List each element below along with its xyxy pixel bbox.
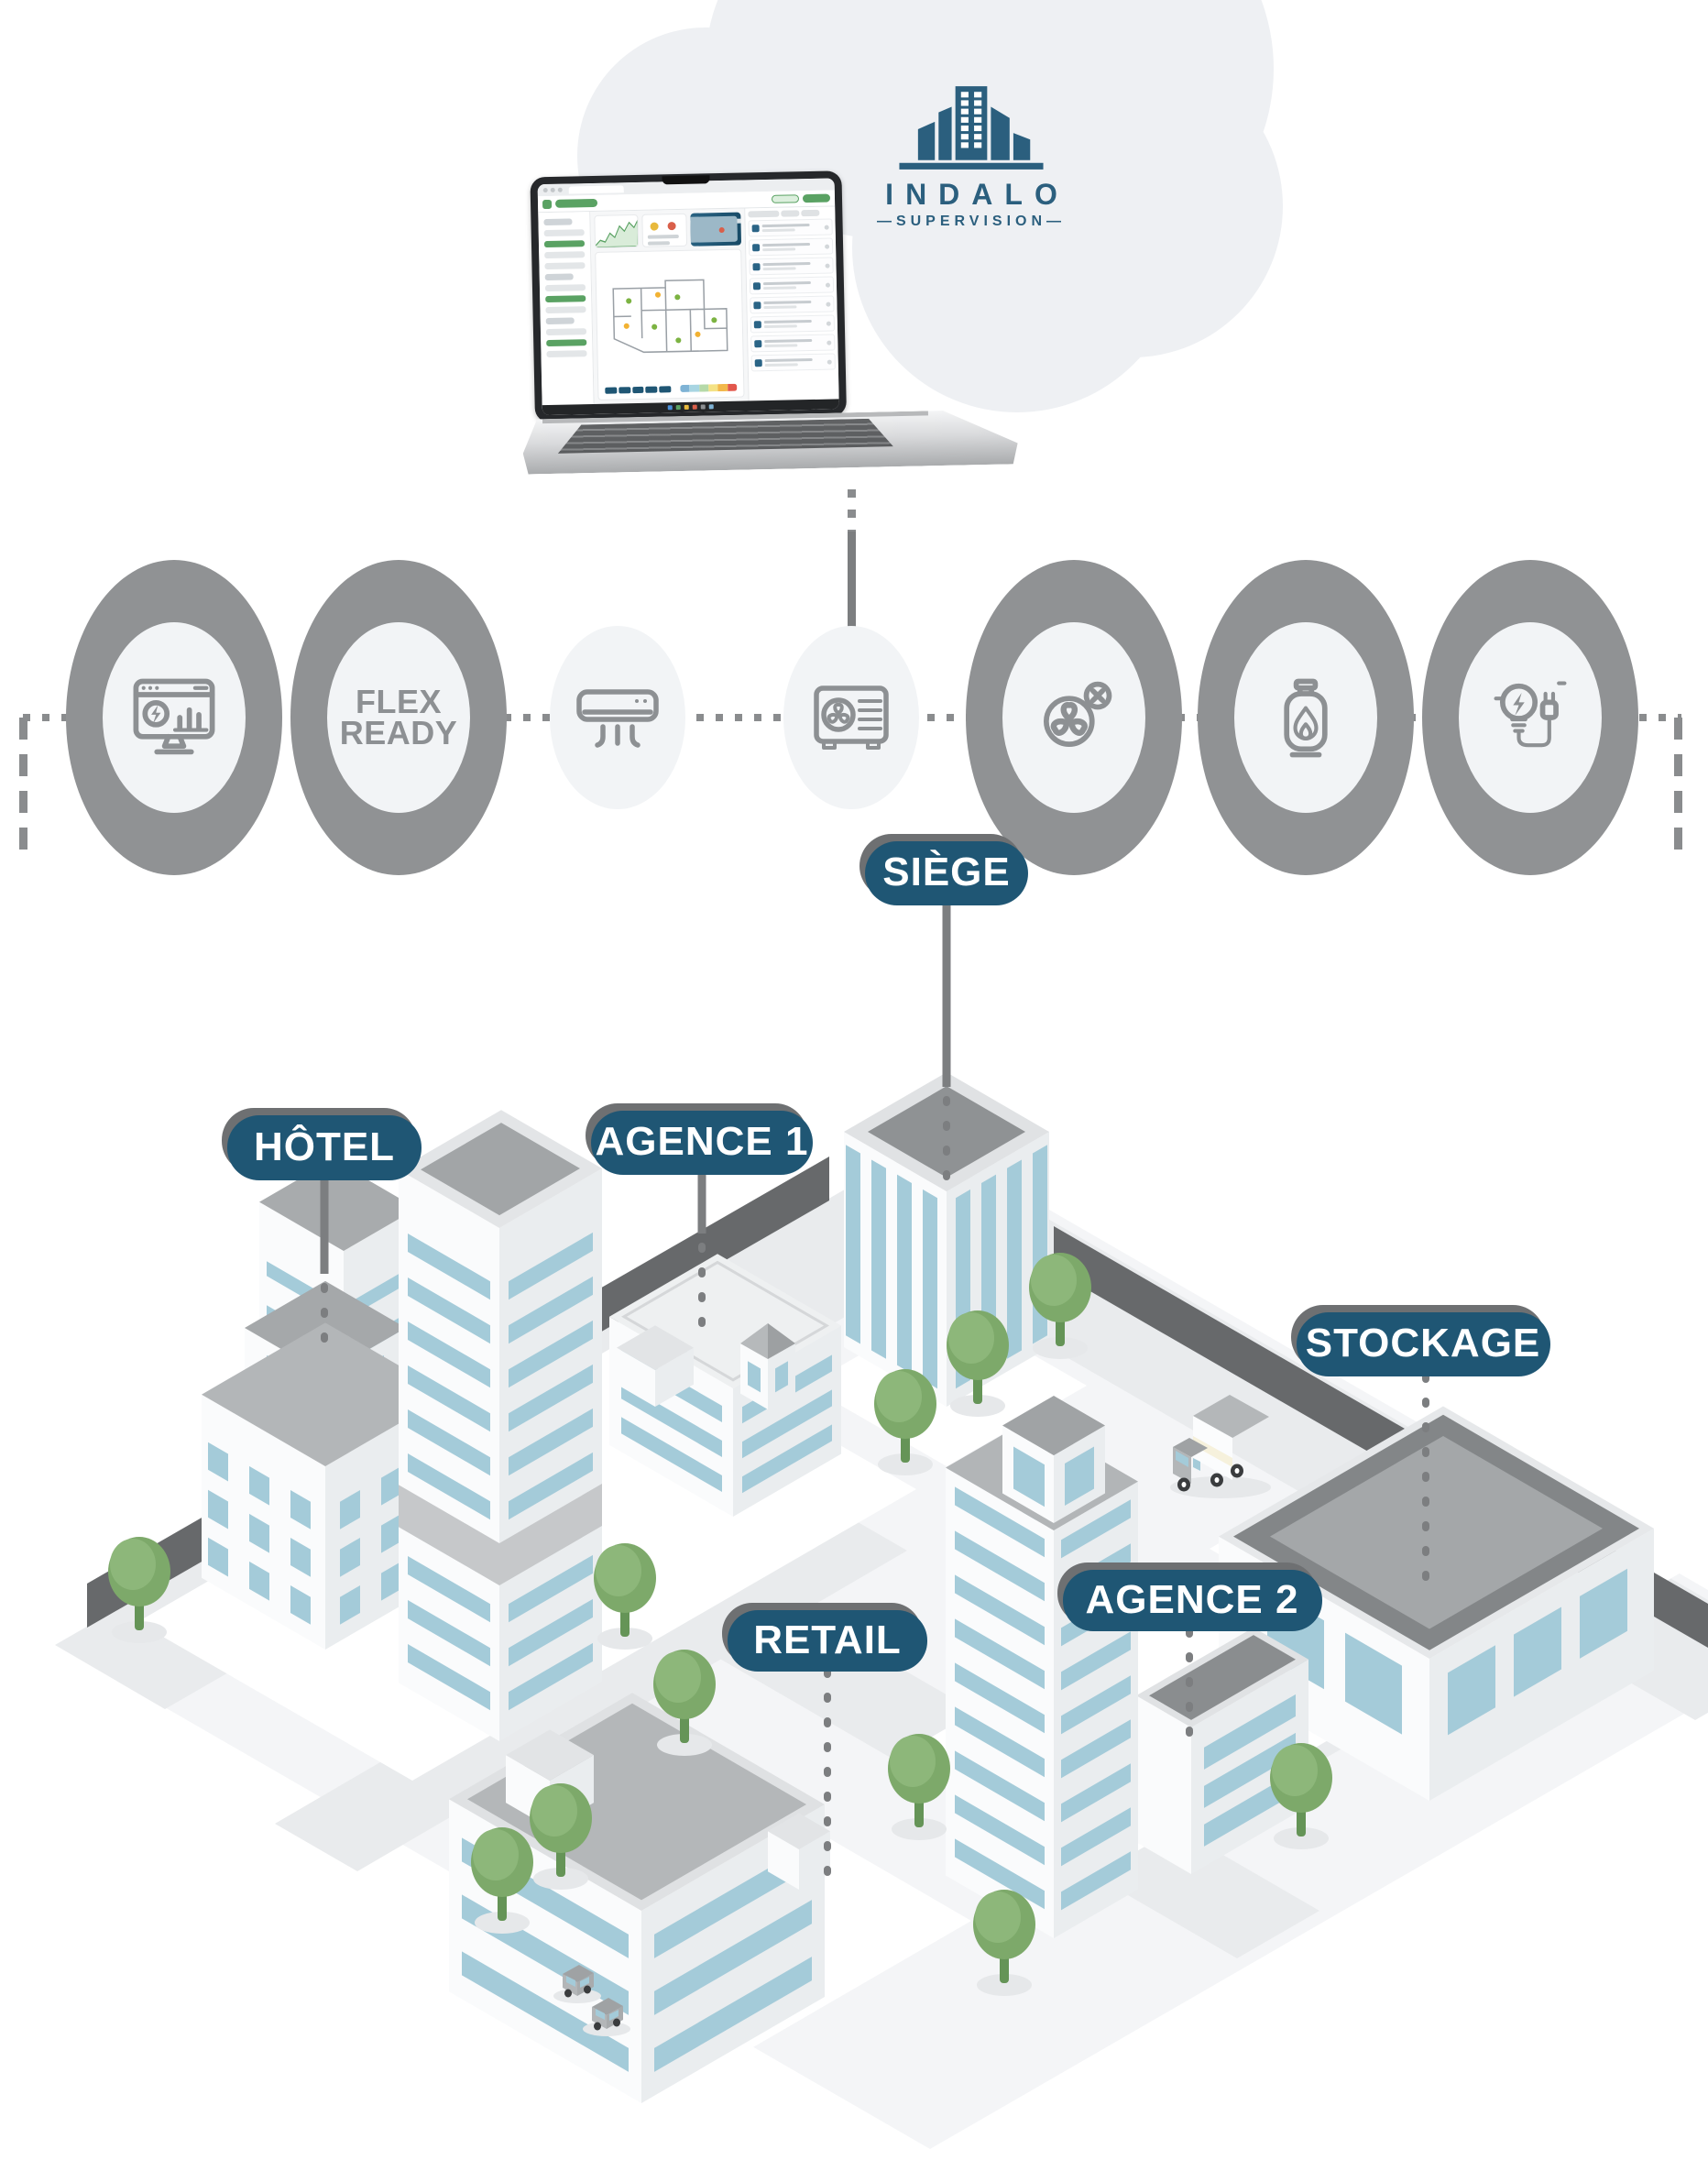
extraction-fan-off-icon bbox=[1043, 681, 1112, 747]
node-indoor-ac bbox=[550, 626, 685, 809]
svg-text:HÔTEL: HÔTEL bbox=[254, 1123, 395, 1169]
node-flex-ready: FLEX READY bbox=[290, 560, 507, 875]
laptop-connector-line bbox=[848, 532, 856, 634]
indalo-logo: INDALO —SUPERVISION— bbox=[838, 81, 1104, 230]
label-hotel: HÔTEL bbox=[222, 1108, 422, 1345]
laptop-notch bbox=[662, 175, 710, 185]
floorplan bbox=[612, 279, 728, 354]
alerts-panel bbox=[744, 206, 839, 401]
node-extraction-fan bbox=[966, 560, 1182, 875]
gas-bottle-icon bbox=[1284, 678, 1328, 758]
logo-buildings-icon bbox=[899, 86, 1044, 170]
label-agence2: AGENCE 2 bbox=[1057, 1562, 1322, 1750]
node-electricity bbox=[1422, 560, 1638, 875]
label-retail: RETAIL bbox=[722, 1603, 927, 1888]
logo-title: INDALO bbox=[885, 178, 1069, 211]
electricity-bulb-plug-icon bbox=[1494, 681, 1567, 748]
laptop-keyboard bbox=[557, 418, 904, 454]
isometric-city: SIÈGE HÔTEL AGENCE 1 STOCKAGE AGENCE 2 R… bbox=[55, 834, 1708, 2149]
mini-map bbox=[689, 215, 738, 243]
bus-right-drop-line bbox=[1674, 718, 1682, 857]
indoor-ac-icon bbox=[576, 689, 659, 748]
info-banner bbox=[689, 212, 742, 247]
truck bbox=[1170, 1395, 1271, 1498]
rooftop-house bbox=[740, 1323, 795, 1409]
svg-text:AGENCE 2: AGENCE 2 bbox=[1086, 1577, 1299, 1622]
node-outdoor-unit bbox=[783, 626, 919, 809]
laptop-lid bbox=[530, 170, 847, 423]
kpi-card-alerts bbox=[641, 213, 687, 247]
dashboard-main bbox=[590, 208, 749, 404]
flex-ready-label: FLEX READY bbox=[339, 682, 458, 751]
bus-left-drop-line bbox=[19, 718, 27, 857]
label-agence1: AGENCE 1 bbox=[586, 1103, 813, 1338]
map-marker bbox=[718, 226, 725, 234]
energy-dashboard-icon bbox=[133, 678, 215, 755]
tower-chevron-2 bbox=[946, 1396, 1138, 1938]
svg-text:AGENCE 1: AGENCE 1 bbox=[596, 1119, 809, 1164]
laptop-connector-dots bbox=[848, 489, 856, 532]
node-energy-dashboard bbox=[66, 560, 282, 875]
svg-text:STOCKAGE: STOCKAGE bbox=[1306, 1321, 1541, 1365]
label-stockage: STOCKAGE bbox=[1291, 1305, 1550, 1600]
kpi-card-energy bbox=[594, 214, 640, 248]
dashboard-screen bbox=[537, 178, 839, 416]
laptop-base bbox=[522, 409, 1018, 474]
building-agence2 bbox=[1136, 1627, 1308, 1874]
tower-chevron-1 bbox=[399, 1110, 602, 1741]
logo-subtitle: —SUPERVISION— bbox=[876, 214, 1067, 229]
label-siege: SIÈGE bbox=[859, 834, 1028, 1188]
node-gas bbox=[1198, 560, 1414, 875]
app-sidebar bbox=[538, 212, 595, 406]
building-agence1 bbox=[609, 1254, 841, 1517]
svg-text:SIÈGE: SIÈGE bbox=[882, 849, 1011, 894]
floorplan-legend bbox=[601, 381, 740, 397]
outdoor-unit-icon bbox=[814, 685, 889, 750]
svg-text:RETAIL: RETAIL bbox=[753, 1617, 902, 1662]
floorplan-card bbox=[595, 248, 745, 400]
laptop bbox=[517, 167, 1018, 493]
temperature-scale bbox=[680, 383, 738, 393]
